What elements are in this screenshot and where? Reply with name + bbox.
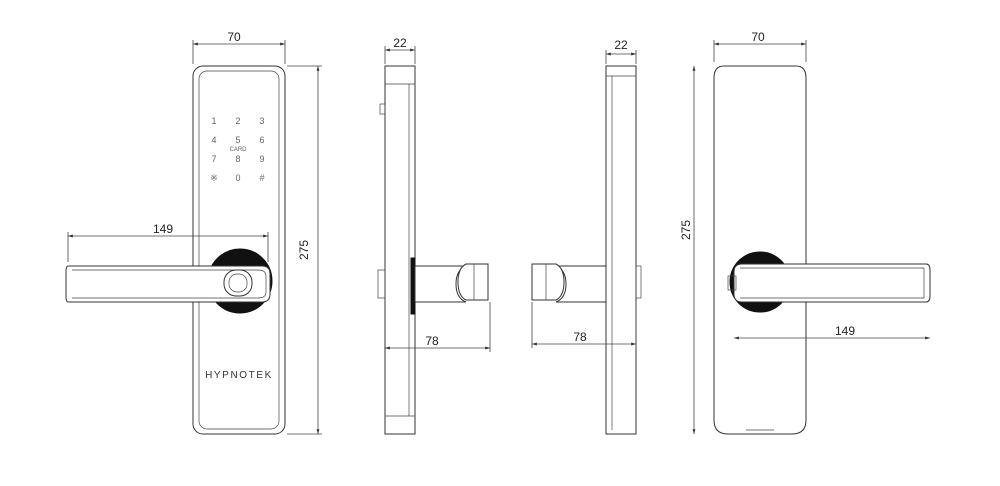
front-handle-lever-inner [72,269,267,299]
front-panel-inner [198,70,280,430]
key-1: 1 [211,116,216,126]
dim-front-width: 70 [227,30,241,44]
side-body [384,65,416,435]
side-spindle [410,257,416,315]
side-latch-bottom [377,269,386,299]
card-label: CARD [229,147,247,153]
back-view: 70 275 149 [679,30,931,435]
dim-front-height: 275 [297,240,311,260]
side2-latch [635,265,642,299]
side-view-left: 22 78 [377,36,491,435]
dim-side2-projection: 78 [573,330,587,344]
side-latch-top [379,103,386,115]
key-9: 9 [259,154,264,164]
front-view: 1 2 3 4 5 6 CARD 7 8 9 ※ 0 # HYPNOTEK 70… [65,30,322,435]
key-5: 5 [235,135,240,145]
key-6: 6 [259,135,264,145]
dim-side-projection: 78 [425,334,439,348]
side-lever-end [457,263,489,301]
dim-back-width: 70 [751,30,765,44]
side2-body [605,65,637,435]
key-7: 7 [211,154,216,164]
dim-side-thickness: 22 [393,36,407,50]
side2-lever-end [531,263,565,301]
dim-back-height: 275 [679,220,693,240]
key-hash: # [259,173,264,183]
keypad: 1 2 3 4 5 6 CARD 7 8 9 ※ 0 # [210,116,264,183]
key-4: 4 [211,135,216,145]
key-star: ※ [210,173,218,183]
back-panel [713,65,807,435]
fingerprint-sensor-inner [228,273,248,293]
brand-logo: HYPNOTEK [205,370,273,381]
back-handle-lever [733,263,931,303]
dim-handle-length: 149 [153,222,173,236]
back-handle-lever-inner [740,267,925,299]
front-handle-lever [65,265,271,303]
back-handle-knob [727,275,737,291]
key-3: 3 [259,116,264,126]
key-0: 0 [235,173,240,183]
key-8: 8 [235,154,240,164]
dim-side2-thickness: 22 [614,38,628,52]
side-view-right: 22 78 [531,38,642,435]
front-panel-outer [192,65,286,435]
dim-back-handle: 149 [835,324,855,338]
key-2: 2 [235,116,240,126]
